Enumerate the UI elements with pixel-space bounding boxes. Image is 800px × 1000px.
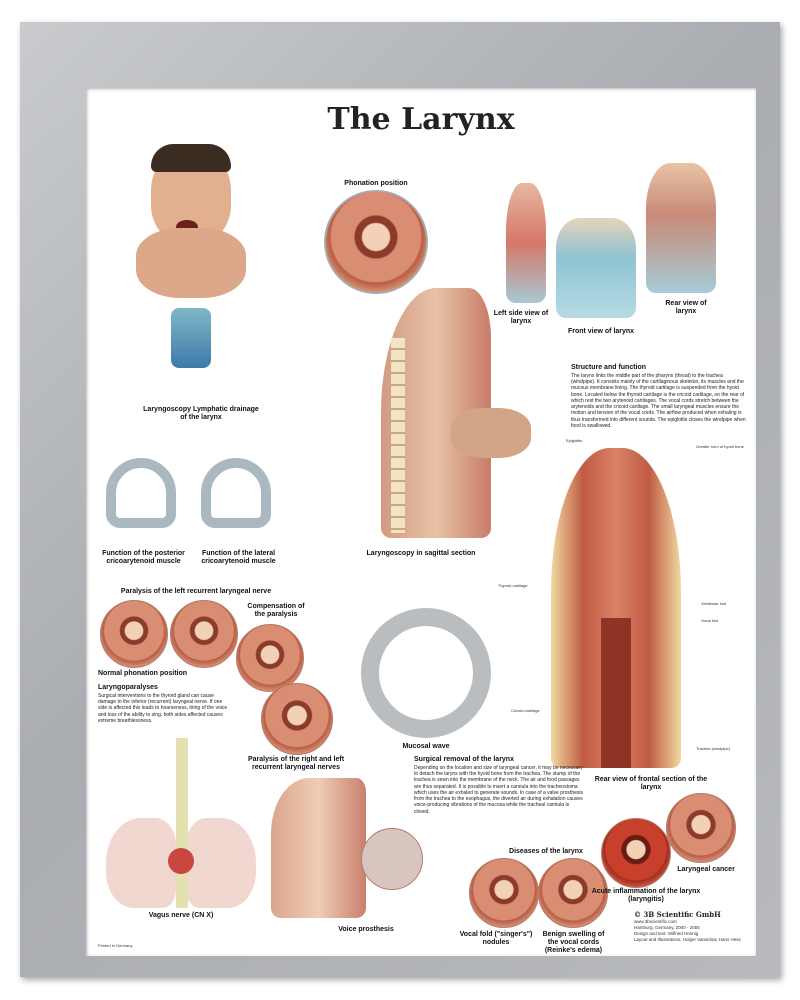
laryngoparalyses-body: Surgical interventions to the thyroid gl…: [98, 692, 228, 724]
caption-vagus: Vagus nerve (CN X): [148, 912, 214, 919]
label-trachea: Trachea (windpipe): [696, 746, 731, 751]
label-thyroid-cartilage: Thyroid cartilage: [498, 583, 528, 588]
caption-rear-frontal: Rear view of frontal section of the lary…: [594, 776, 708, 792]
caption-sagittal: Laryngoscopy in sagittal section: [366, 550, 476, 557]
caption-rear-view: Rear view of larynx: [665, 300, 707, 316]
reinke-circle: [538, 858, 608, 928]
structure-body: The larynx links the middle part of the …: [571, 372, 746, 429]
mucosal-wave-illustration: [361, 608, 491, 738]
voice-prosthesis-illustration: [271, 778, 366, 918]
label-vocal-fold: Vocal fold: [701, 618, 719, 623]
caption-laryngitis: Acute inflammation of the larynx (laryng…: [591, 888, 701, 904]
vagus-nerve-illustration: [106, 738, 256, 908]
caption-laryngoscopy-lymph: Laryngoscopy Lymphatic drainage of the l…: [143, 406, 259, 422]
label-vestibular-fold: Vestibular fold: [701, 601, 727, 606]
compensation-circle: [236, 624, 304, 692]
caption-lateral-muscle: Function of the lateral cricoarytenoid m…: [201, 550, 276, 566]
caption-left-side-view: Left side view of larynx: [493, 310, 549, 326]
cancer-circle: [666, 793, 736, 863]
caption-paralysis-left: Paralysis of the left recurrent laryngea…: [120, 588, 272, 595]
bilateral-paralysis-circle: [261, 683, 333, 755]
caption-phonation-position: Phonation position: [344, 180, 408, 187]
caption-reinke: Benign swelling of the vocal cords (Rein…: [542, 931, 605, 955]
laryngoparalyses-text: Laryngoparalyses Surgical interventions …: [98, 684, 228, 724]
frontal-section-illustration: [511, 448, 721, 768]
laryngoparalyses-title: Laryngoparalyses: [98, 684, 158, 691]
laryngoscopy-face-illustration: [126, 144, 256, 398]
larynx-poster: The Larynx Laryngoscopy Lymphatic draina…: [86, 88, 756, 956]
caption-vocal-nodules: Vocal fold ("singer's") nodules: [459, 931, 533, 947]
nodules-circle: [469, 858, 539, 928]
label-hyoid: Greater horn of hyoid bone: [696, 444, 744, 449]
caption-voice-prosthesis: Voice prosthesis: [338, 926, 394, 933]
credits-url: www.3bscientific.com: [634, 919, 677, 925]
phonation-circle-illustration: [324, 190, 428, 294]
poster-title: The Larynx: [327, 102, 515, 137]
caption-normal-phonation: Normal phonation position: [98, 670, 188, 677]
sagittal-section-illustration: [361, 288, 531, 538]
structure-title: Structure and function: [571, 364, 647, 371]
front-larynx-illustration: [556, 218, 636, 318]
caption-posterior-muscle: Function of the posterior cricoarytenoid…: [102, 550, 185, 566]
caption-diseases: Diseases of the larynx: [509, 848, 583, 855]
surgical-title: Surgical removal of the larynx: [414, 756, 514, 763]
caption-paralysis-both: Paralysis of the right and left recurren…: [247, 756, 345, 772]
publisher-credits: © 3B Scientific GmbH www.3bscientific.co…: [634, 910, 741, 942]
paralysis-circle: [170, 600, 238, 668]
credits-design: Design and text: Wilfried Hennig: [634, 930, 699, 936]
caption-mucosal-wave: Mucosal wave: [402, 743, 450, 750]
surgical-removal-text: Surgical removal of the larynx Depending…: [414, 756, 584, 815]
structure-and-function-text: Structure and function The larynx links …: [571, 364, 746, 429]
normal-phonation-circle: [100, 600, 168, 668]
posterior-muscle-illustration: [106, 458, 176, 528]
printed-in: Printed in Germany: [98, 943, 133, 948]
label-cricoid-cartilage: Cricoid cartilage: [511, 708, 540, 713]
prosthesis-detail-circle: [361, 828, 423, 890]
lateral-muscle-illustration: [201, 458, 271, 528]
left-side-larynx-illustration: [506, 183, 546, 303]
credits-place: Hamburg, Germany, 2000 - 2005: [634, 924, 700, 930]
rear-larynx-illustration: [646, 163, 716, 293]
surgical-body: Depending on the location and size of la…: [414, 764, 583, 815]
brand-name: © 3B Scientific GmbH: [634, 910, 721, 919]
laryngitis-circle: [601, 818, 671, 888]
caption-front-view: Front view of larynx: [567, 328, 635, 335]
caption-compensation: Compensation of the paralysis: [247, 603, 305, 619]
label-epiglottis: Epiglottis: [566, 438, 583, 443]
picture-frame: The Larynx Laryngoscopy Lymphatic draina…: [20, 22, 780, 977]
caption-cancer: Laryngeal cancer: [677, 866, 735, 873]
credits-layout: Layout and Illustrations: Holger Vanselo…: [634, 936, 741, 942]
